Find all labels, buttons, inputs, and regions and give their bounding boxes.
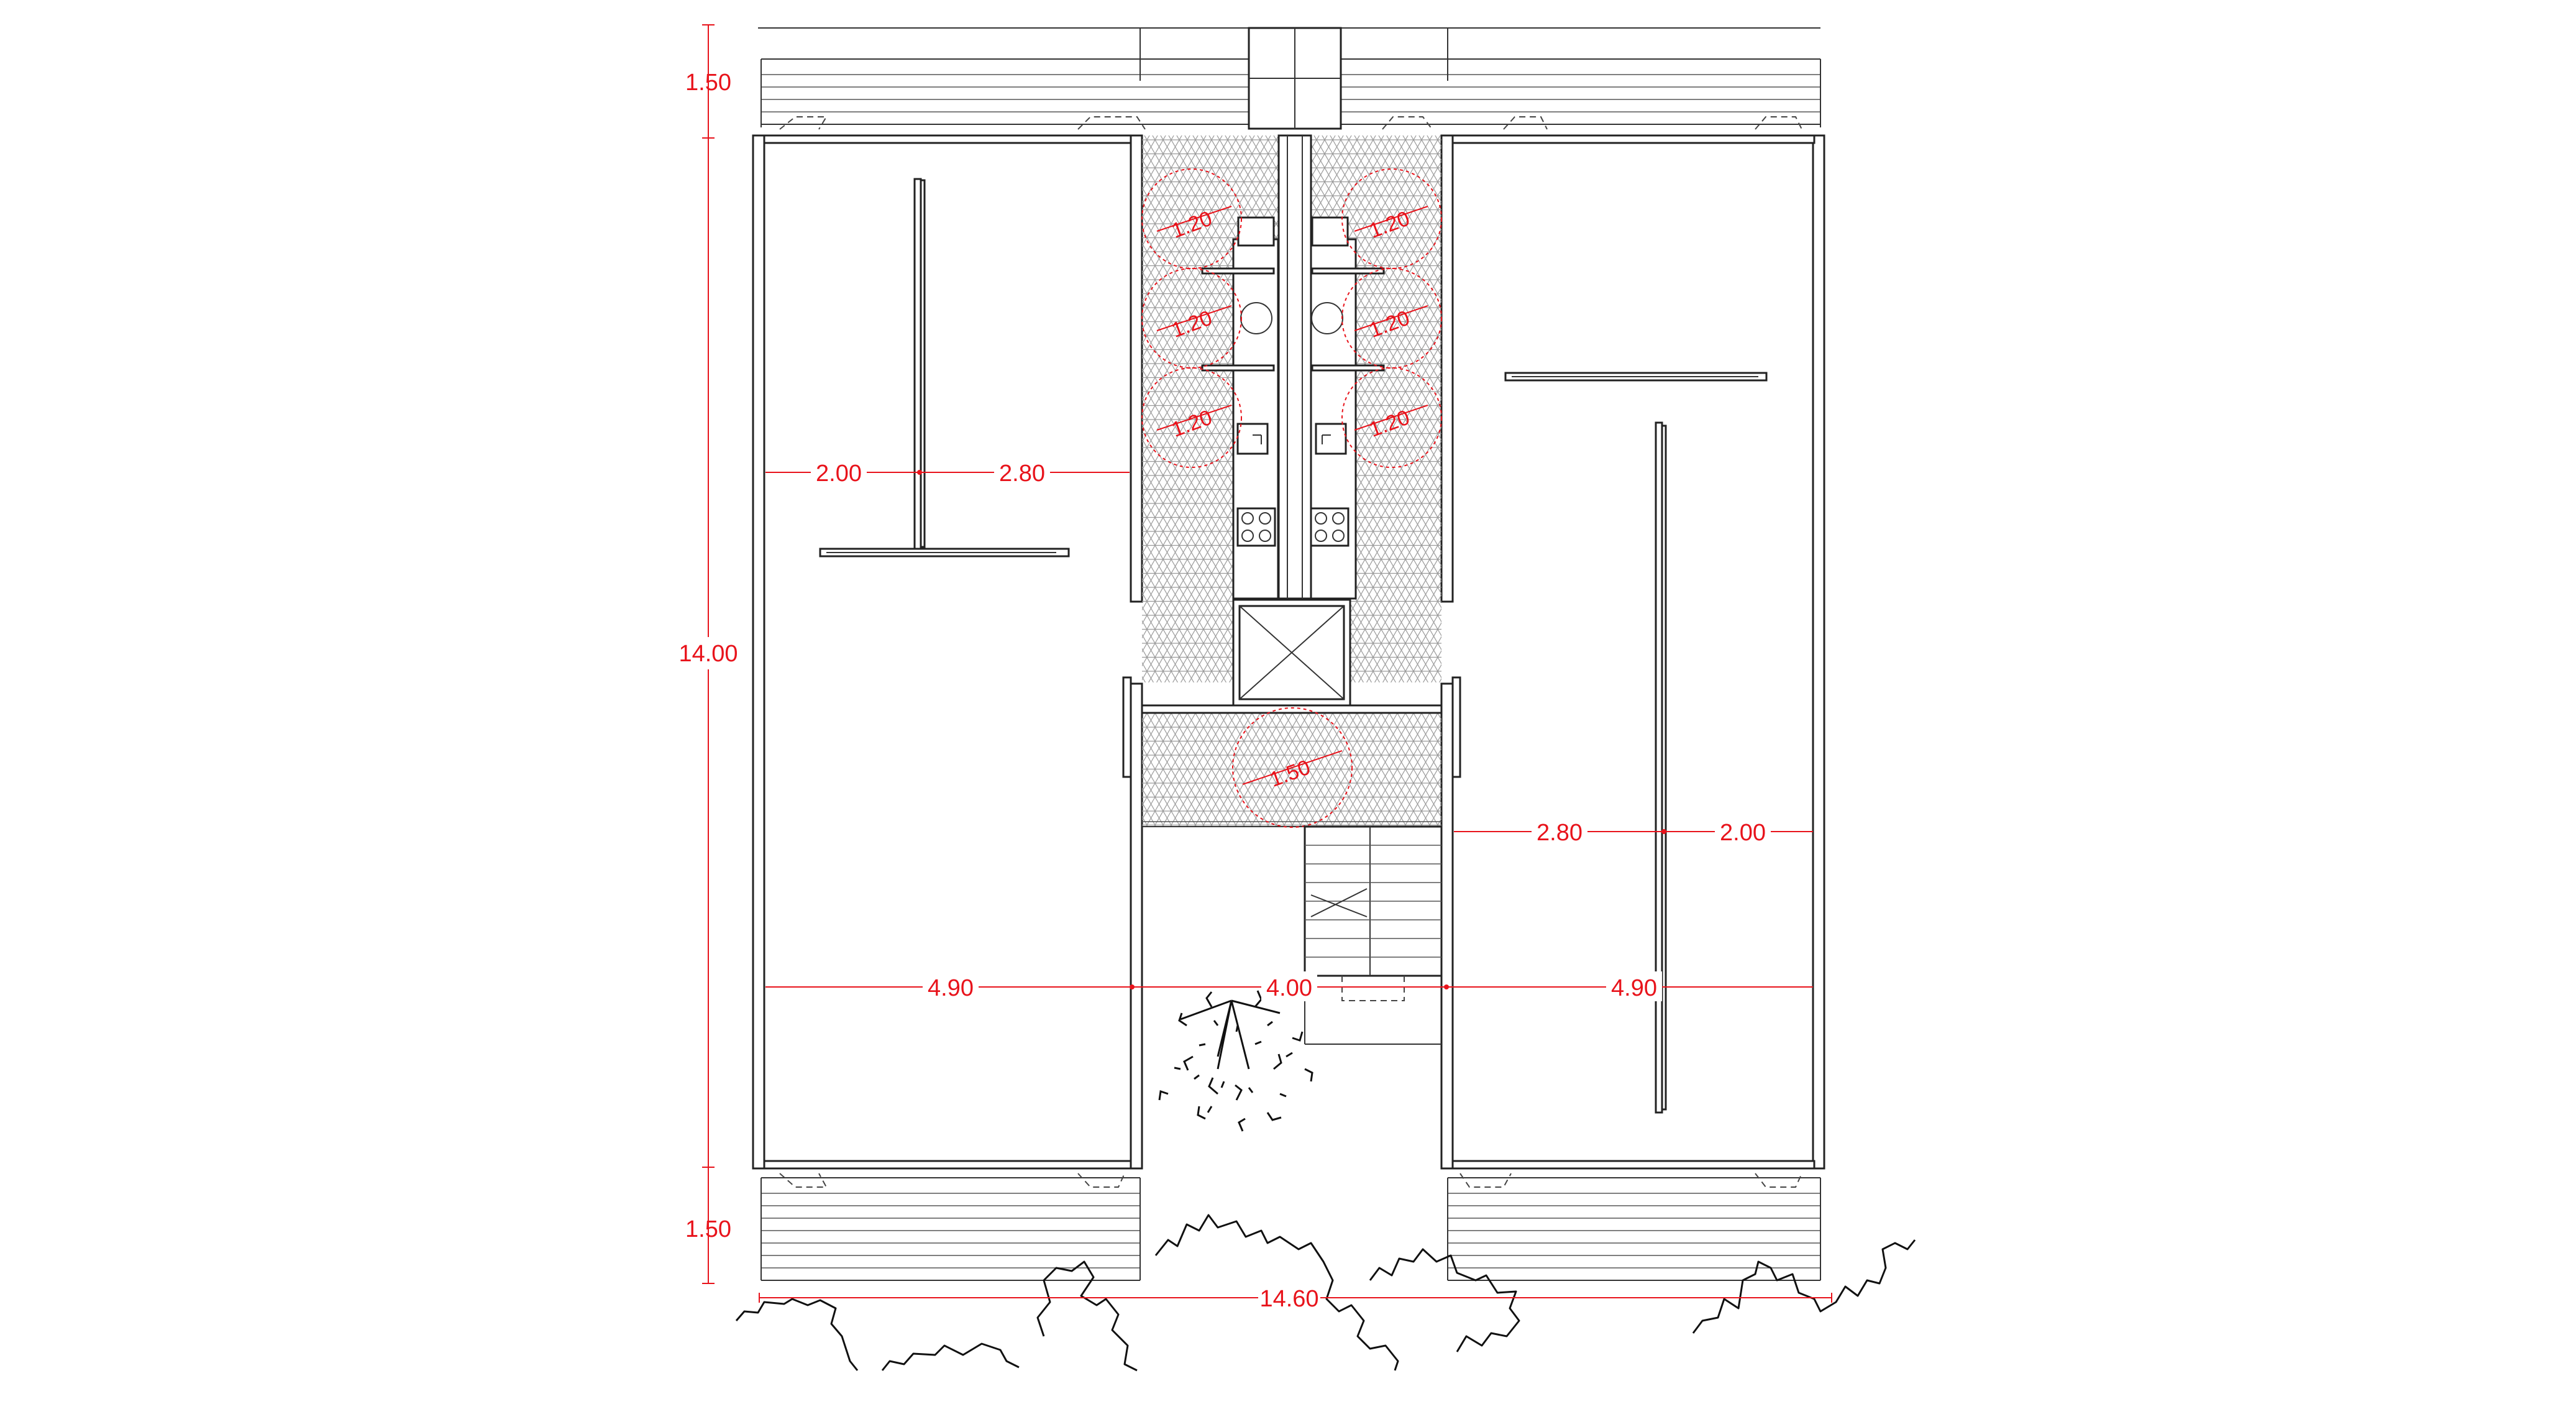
dim-right-unit-width: 4.90 xyxy=(1611,975,1657,1001)
dim-right-room-a: 2.80 xyxy=(1537,820,1583,846)
right-bath-fixtures xyxy=(1310,216,1385,547)
dim-left-unit-width: 4.90 xyxy=(928,975,974,1001)
right-unit xyxy=(1440,134,1825,1170)
dim-left-room-a: 2.00 xyxy=(816,461,862,487)
dim-total-depth: 14.00 xyxy=(678,641,738,667)
dim-left-room-b: 2.80 xyxy=(999,461,1045,487)
elevator xyxy=(1238,605,1345,700)
staircase xyxy=(1304,825,1443,1045)
bottom-balcony xyxy=(760,1173,1821,1281)
top-shaft xyxy=(1248,27,1342,130)
left-unit xyxy=(752,134,1143,1170)
dim-total-width: 14.60 xyxy=(1259,1286,1318,1312)
tree-symbol xyxy=(1158,990,1313,1132)
dim-top-balcony: 1.50 xyxy=(685,70,731,96)
dim-core-width: 4.00 xyxy=(1266,975,1312,1001)
turning-circles xyxy=(1141,168,1442,828)
left-bath-fixtures xyxy=(1201,216,1276,547)
terrain-contours xyxy=(735,1214,1916,1372)
dim-right-room-b: 2.00 xyxy=(1720,820,1766,846)
dim-bottom-balcony: 1.50 xyxy=(685,1216,731,1242)
